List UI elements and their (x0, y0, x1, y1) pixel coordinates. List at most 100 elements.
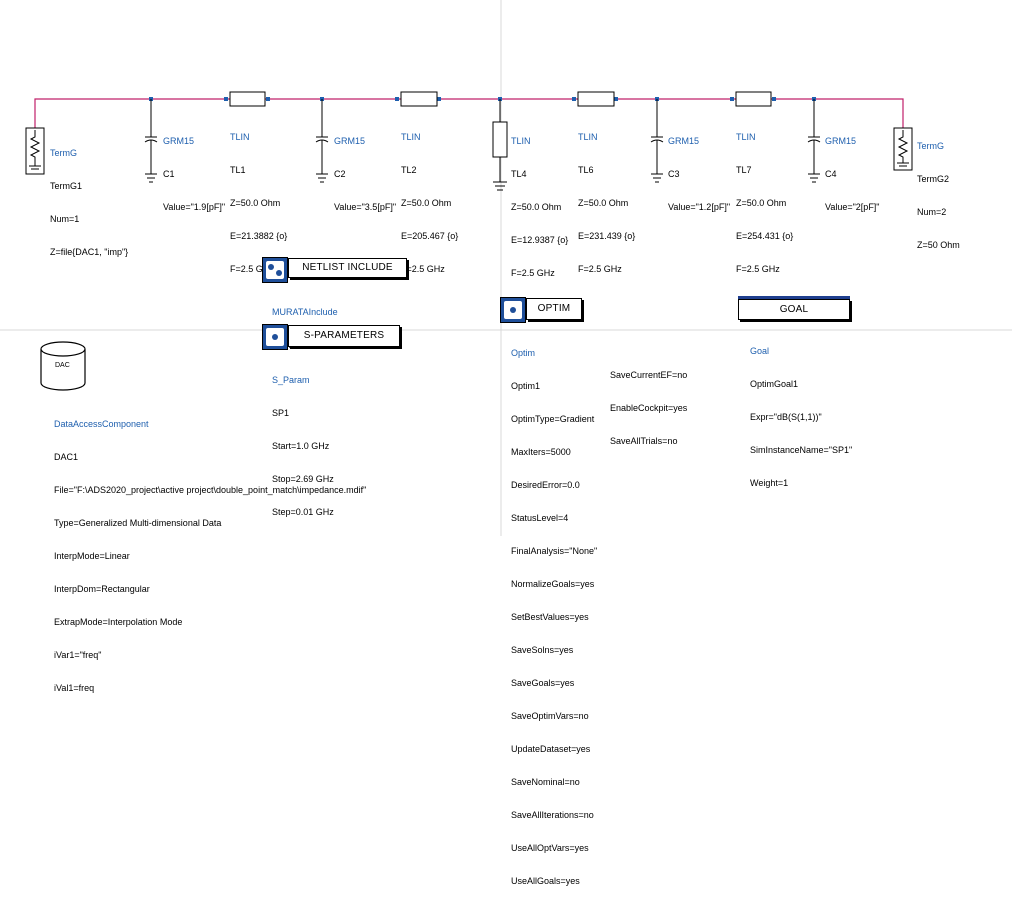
tl1-z: Z=50.0 Ohm (230, 198, 281, 208)
dac-type: DataAccessComponent (54, 419, 149, 429)
tl2-type: TLIN (401, 132, 421, 142)
c2-model: GRM15 (334, 136, 366, 146)
sparam-name: SP1 (272, 408, 290, 418)
c1-name: C1 (163, 169, 175, 179)
tl6-z: Z=50.0 Ohm (578, 198, 629, 208)
c4-label: GRM15 C4 Value="2[pF]" (825, 114, 880, 224)
c4-name: C4 (825, 169, 837, 179)
tl6-symbol[interactable] (577, 91, 615, 107)
c2-value: Value="3.5[pF]" (334, 202, 397, 212)
optim-type: Optim (511, 348, 536, 358)
c3-label: GRM15 C3 Value="1.2[pF]" (668, 114, 730, 224)
dac-param: iVar1="freq" (54, 650, 102, 660)
optim-icon[interactable] (500, 297, 526, 323)
term2-name: TermG2 (917, 174, 950, 184)
tl6-type: TLIN (578, 132, 598, 142)
c2-symbol[interactable] (315, 99, 329, 183)
tl4-f: F=2.5 GHz (511, 268, 555, 278)
term1-z: Z=file{DAC1, "imp"} (50, 247, 129, 257)
goal-params: Goal OptimGoal1 Expr="dB(S(1,1))" SimIns… (750, 324, 852, 500)
tl6-f: F=2.5 GHz (578, 264, 622, 274)
optim-name: Optim1 (511, 381, 541, 391)
optim-param: UseAllGoals=yes (511, 876, 580, 886)
c1-label: GRM15 C1 Value="1.9[pF]" (163, 114, 225, 224)
sparam-type: S_Param (272, 375, 310, 385)
term2-z: Z=50 Ohm (917, 240, 960, 250)
tl7-f: F=2.5 GHz (736, 264, 780, 274)
dac-param: InterpMode=Linear (54, 551, 130, 561)
term2-type: TermG (917, 141, 944, 151)
dac-param: ExtrapMode=Interpolation Mode (54, 617, 183, 627)
tl1-symbol[interactable] (229, 91, 266, 107)
tl2-name: TL2 (401, 165, 417, 175)
tl7-name: TL7 (736, 165, 752, 175)
goal-expr: Expr="dB(S(1,1))" (750, 412, 822, 422)
tl6-e: E=231.439 {o} (578, 231, 636, 241)
optim-param: SaveNominal=no (511, 777, 580, 787)
c1-symbol[interactable] (144, 99, 158, 183)
term2-num: Num=2 (917, 207, 947, 217)
tl4-symbol[interactable] (492, 99, 508, 191)
goal-header[interactable]: GOAL (738, 299, 850, 320)
dac-name: DAC1 (54, 452, 79, 462)
tl4-e: E=12.9387 {o} (511, 235, 569, 245)
netlist-include-icon[interactable] (262, 257, 288, 283)
s-parameters-params: S_Param SP1 Start=1.0 GHz Stop=2.69 GHz … (272, 353, 334, 529)
tl1-name: TL1 (230, 165, 246, 175)
c3-model: GRM15 (668, 136, 700, 146)
dac-file: File="F:\ADS2020_project\active project\… (54, 485, 367, 495)
schematic-canvas[interactable] (0, 0, 1012, 536)
c3-name: C3 (668, 169, 680, 179)
optim-param: DesiredError=0.0 (511, 480, 580, 490)
tl2-label: TLIN TL2 Z=50.0 Ohm E=205.467 {o} F=2.5 … (401, 110, 458, 286)
tl4-type: TLIN (511, 136, 531, 146)
tl4-z: Z=50.0 Ohm (511, 202, 562, 212)
tl2-e: E=205.467 {o} (401, 231, 459, 241)
goal-weight: Weight=1 (750, 478, 789, 488)
dac-param: iVal1=freq (54, 683, 95, 693)
optim-param: StatusLevel=4 (511, 513, 569, 523)
dac-param: InterpDom=Rectangular (54, 584, 150, 594)
optim-param: SaveGoals=yes (511, 678, 575, 688)
c1-model: GRM15 (163, 136, 195, 146)
term1-type: TermG (50, 148, 77, 158)
tl1-e: E=21.3882 {o} (230, 231, 288, 241)
sparam-step: Step=0.01 GHz (272, 507, 334, 517)
dac-params: DataAccessComponent DAC1 File="F:\ADS202… (54, 397, 366, 705)
goal-name: OptimGoal1 (750, 379, 799, 389)
tl7-z: Z=50.0 Ohm (736, 198, 787, 208)
goal-type: Goal (750, 346, 770, 356)
c2-name: C2 (334, 169, 346, 179)
optim-param: UseAllOptVars=yes (511, 843, 589, 853)
tl7-symbol[interactable] (735, 91, 772, 107)
tl2-f: F=2.5 GHz (401, 264, 445, 274)
c4-symbol[interactable] (807, 99, 821, 183)
tl4-label: TLIN TL4 Z=50.0 Ohm E=12.9387 {o} F=2.5 … (511, 114, 568, 290)
optim-param: SaveSolns=yes (511, 645, 574, 655)
c4-model: GRM15 (825, 136, 857, 146)
tl1-type: TLIN (230, 132, 250, 142)
optim-param: SaveAllIterations=no (511, 810, 594, 820)
optim-param: SaveCurrentEF=no (610, 370, 688, 380)
tl2-symbol[interactable] (400, 91, 438, 107)
netlist-include-header[interactable]: NETLIST INCLUDE (288, 258, 407, 278)
term1-num: Num=1 (50, 214, 80, 224)
term1-label: TermG TermG1 Num=1 Z=file{DAC1, "imp"} (50, 126, 128, 269)
c3-symbol[interactable] (650, 99, 664, 183)
term1-symbol[interactable] (25, 127, 45, 175)
optim-header[interactable]: OPTIM (526, 298, 582, 320)
tl6-label: TLIN TL6 Z=50.0 Ohm E=231.439 {o} F=2.5 … (578, 110, 635, 286)
tl7-type: TLIN (736, 132, 756, 142)
optim-param: FinalAnalysis="None" (511, 546, 598, 556)
optim-param: MaxIters=5000 (511, 447, 571, 457)
s-parameters-header[interactable]: S-PARAMETERS (288, 325, 400, 347)
dac-icon-label: DAC (55, 362, 70, 369)
tl2-z: Z=50.0 Ohm (401, 198, 452, 208)
goal-sim-instance: SimInstanceName="SP1" (750, 445, 853, 455)
optim-params-col2: SaveCurrentEF=no EnableCockpit=yes SaveA… (610, 348, 687, 458)
s-parameters-icon[interactable] (262, 324, 288, 350)
optim-param: NormalizeGoals=yes (511, 579, 595, 589)
dac-cylinder-icon[interactable] (40, 341, 86, 391)
tl4-name: TL4 (511, 169, 527, 179)
term2-symbol[interactable] (893, 127, 913, 171)
